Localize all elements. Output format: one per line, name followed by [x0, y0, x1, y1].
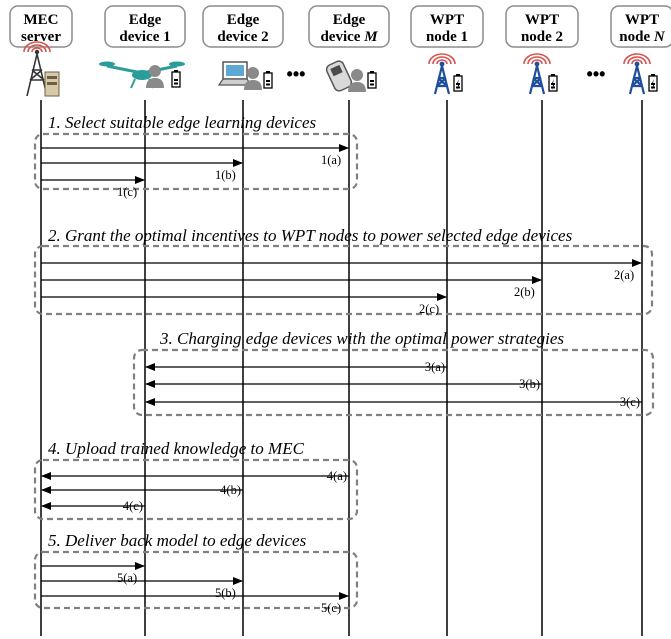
- mobile-phone-icon: [325, 60, 377, 92]
- battery-icon: [453, 74, 463, 92]
- message-label-1-b: 1(b): [215, 168, 236, 182]
- message-label-4-b: 4(b): [220, 483, 241, 497]
- step-title: 4. Upload trained knowledge to MEC: [48, 439, 305, 458]
- participant-name-text: node: [619, 29, 654, 45]
- participant-name-line1: Edge: [333, 12, 366, 28]
- battery-icon: [367, 71, 377, 89]
- participant-name-line1: MEC: [24, 12, 59, 28]
- more-participants-ellipsis: •••: [587, 64, 606, 84]
- participant-box: [104, 5, 186, 48]
- participant-name-line2: device M: [320, 29, 378, 45]
- message-label-5-b: 5(b): [215, 586, 236, 600]
- wpt-tower-icon: [623, 53, 658, 95]
- message-label-4-c: 4(c): [123, 499, 143, 513]
- message-label-2-b: 2(b): [514, 285, 535, 299]
- step-title: 5. Deliver back model to edge devices: [48, 531, 307, 550]
- battery-icon: [263, 71, 273, 89]
- step-group-box: [33, 244, 654, 316]
- more-participants-ellipsis: •••: [287, 64, 306, 84]
- user-icon: [146, 65, 164, 88]
- battery-icon: [548, 74, 558, 92]
- participant-name-variable: N: [653, 29, 666, 45]
- step-group-box: [33, 458, 359, 521]
- step-group-box: [33, 550, 359, 610]
- participant-name-line2: server: [21, 29, 61, 45]
- message-label-1-a: 1(a): [321, 153, 341, 167]
- participant-name-text: node 2: [521, 29, 563, 45]
- message-label-3-b: 3(b): [519, 377, 540, 391]
- step-5: 5. Deliver back model to edge devices 5(a…: [33, 531, 359, 615]
- participant-name-line2: node 2: [521, 29, 563, 45]
- signal-waves-icon: [23, 41, 51, 53]
- mec-server-tower-icon: [23, 41, 60, 97]
- participant-name-text: device: [320, 29, 364, 45]
- message-label-4-a: 4(a): [327, 469, 347, 483]
- participant-box: [505, 5, 579, 48]
- user-icon: [244, 67, 262, 90]
- step-group-box: [33, 132, 359, 191]
- participant-name-line1: Edge: [129, 12, 162, 28]
- participant-name-line2: device 2: [217, 29, 268, 45]
- participant-name-line2: device 1: [119, 29, 170, 45]
- signal-waves-icon: [523, 53, 551, 65]
- participant-name-line1: WPT: [625, 12, 659, 28]
- signal-waves-icon: [428, 53, 456, 65]
- participant-box: [610, 5, 671, 48]
- participant-name-line2: node N: [619, 29, 666, 45]
- participant-name-text: node 1: [426, 29, 468, 45]
- message-label-2-a: 2(a): [614, 268, 634, 282]
- laptop-icon: [217, 61, 273, 90]
- user-icon: [348, 69, 366, 92]
- message-label-1-c: 1(c): [117, 185, 137, 199]
- wpt-tower-icon: [523, 53, 558, 95]
- message-label-2-c: 2(c): [419, 302, 439, 316]
- participant-box: [202, 5, 284, 48]
- step-title: 2. Grant the optimal incentives to WPT n…: [48, 226, 573, 245]
- message-label-3-a: 3(a): [425, 360, 445, 374]
- message-label-5-a: 5(a): [117, 571, 137, 585]
- participant-name-line1: WPT: [525, 12, 559, 28]
- participant-box: [410, 5, 484, 48]
- participant-box: [9, 5, 73, 48]
- participant-name-text: device 2: [217, 29, 268, 45]
- participant-name-text: device 1: [119, 29, 170, 45]
- battery-icon: [648, 74, 658, 92]
- step-title: 3. Charging edge devices with the optima…: [159, 329, 564, 348]
- step-title: 1. Select suitable edge learning devices: [48, 113, 317, 132]
- step-3: 3. Charging edge devices with the optima…: [132, 329, 655, 417]
- step-4: 4. Upload trained knowledge to MEC 4(a) 4(…: [33, 439, 359, 521]
- participant-name-line1: Edge: [227, 12, 260, 28]
- wpt-tower-icon: [428, 53, 463, 95]
- participant-box: [308, 5, 390, 48]
- signal-waves-icon: [623, 53, 651, 65]
- step-group-box: [132, 348, 655, 417]
- participant-name-variable: M: [363, 29, 378, 45]
- drone-icon: [99, 61, 185, 89]
- battery-icon: [171, 70, 181, 88]
- step-1: 1. Select suitable edge learning devices…: [33, 113, 359, 199]
- participant-name-line2: node 1: [426, 29, 468, 45]
- message-label-3-c: 3(c): [620, 395, 640, 409]
- participant-name-text: server: [21, 29, 61, 45]
- participant-name-line1: WPT: [430, 12, 464, 28]
- message-label-5-c: 5(c): [321, 601, 341, 615]
- step-2: 2. Grant the optimal incentives to WPT n…: [33, 226, 654, 316]
